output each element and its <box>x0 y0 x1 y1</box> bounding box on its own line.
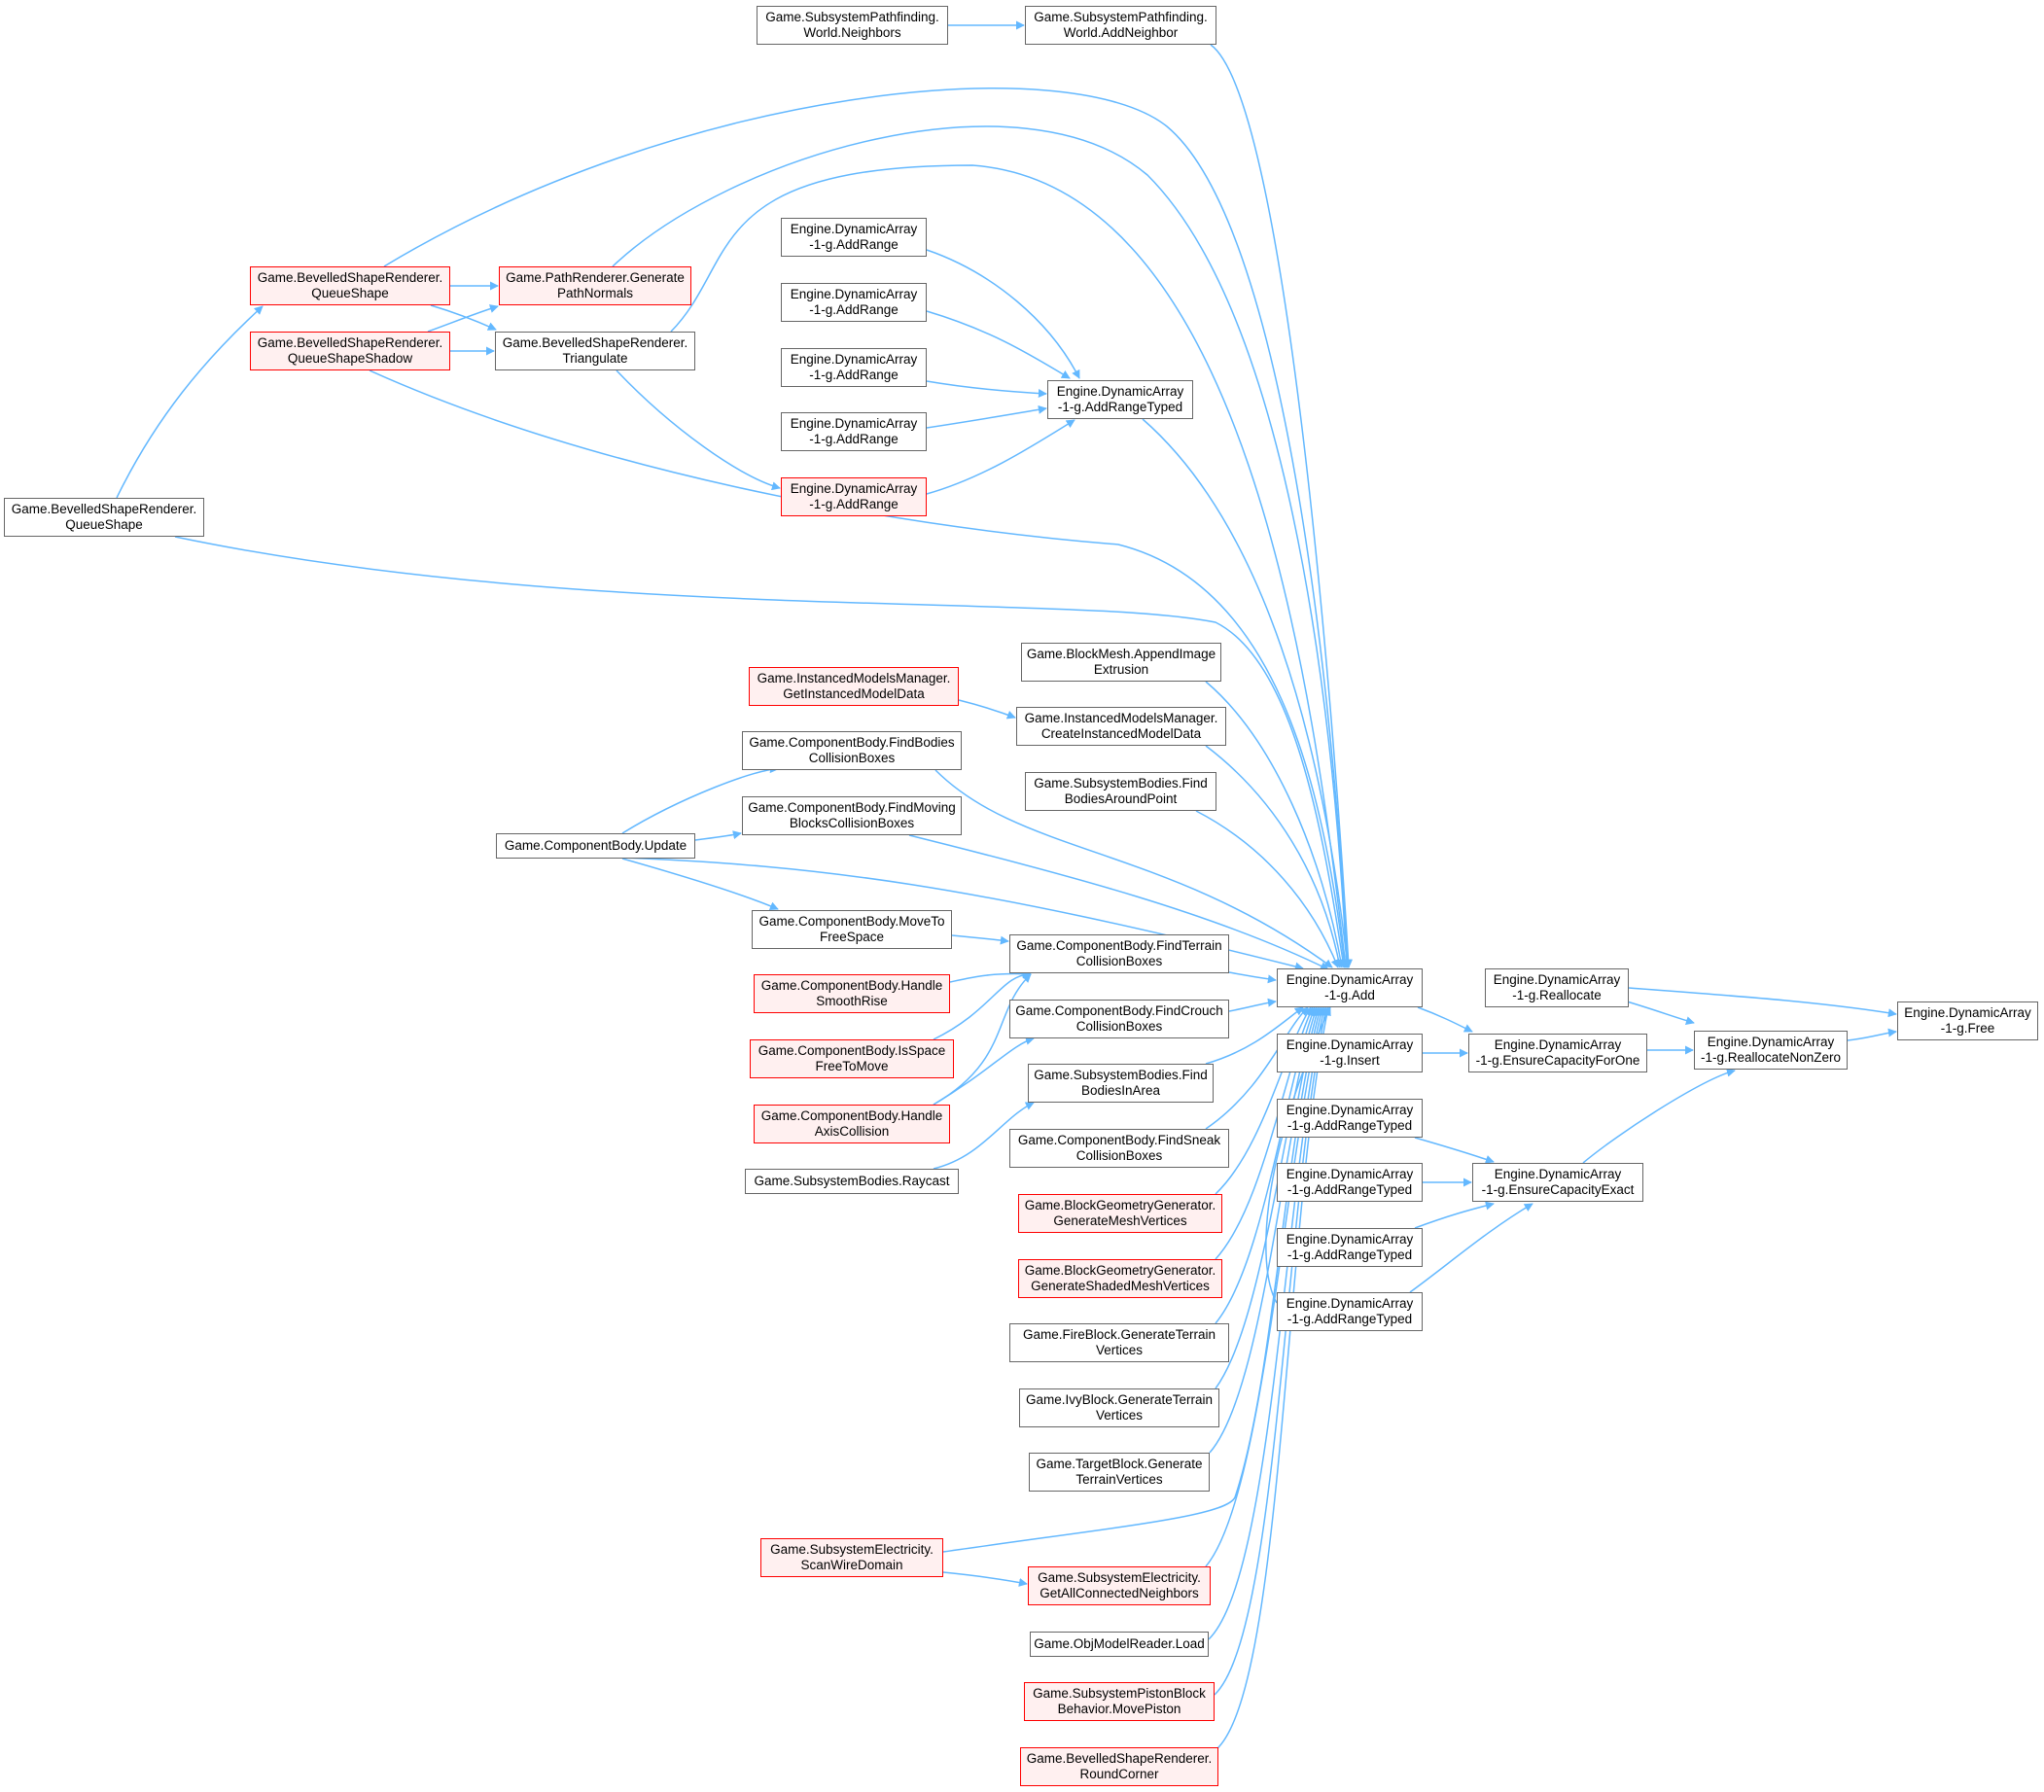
edge-appendimg-add <box>1205 681 1346 968</box>
edge-tri-pathnorm <box>427 304 499 333</box>
edge-ar1-artmid <box>926 249 1080 379</box>
edge-ar3-artmid <box>926 380 1047 399</box>
edge-tri-ar5 <box>616 369 781 491</box>
node-reallocate[interactable]: Engine.DynamicArray-1-g.Reallocate <box>1485 968 1629 1007</box>
edge-findsneak-add <box>1205 1006 1309 1130</box>
node-add-range-2[interactable]: Engine.DynamicArray-1-g.AddRange <box>781 283 927 322</box>
edge-raycast-findinarea <box>933 1102 1035 1170</box>
edge-artmid-add <box>1142 418 1352 968</box>
edge-findcrouch-add <box>1228 998 1277 1012</box>
edge-update-findmoving <box>694 830 742 841</box>
edge-ar5-artmid <box>926 419 1075 495</box>
edge-pathnorm-add <box>612 125 1352 968</box>
edge-realloc-reallocnz <box>1626 1001 1695 1025</box>
edge-art4-ensexact <box>1409 1203 1533 1293</box>
edge-qs2-add <box>174 536 1348 968</box>
edge-art3-ensexact <box>1414 1201 1495 1229</box>
edge-ar4-artmid <box>926 404 1047 429</box>
edge-handlerise-findterrain <box>949 969 1032 983</box>
node-get-all-connected-neighbors[interactable]: Game.SubsystemElectricity.GetAllConnecte… <box>1028 1566 1211 1605</box>
node-add-range-3[interactable]: Engine.DynamicArray-1-g.AddRange <box>781 348 927 387</box>
node-add-range-typed-1[interactable]: Engine.DynamicArray-1-g.AddRangeTyped <box>1277 1099 1423 1138</box>
edge-qs2-qs <box>116 305 264 499</box>
edge-add-ensone <box>1417 1006 1473 1033</box>
edge-qs-tri <box>430 304 497 331</box>
edge-genmesh-add <box>1215 1006 1312 1195</box>
node-add-range-typed-mid[interactable]: Engine.DynamicArray-1-g.AddRangeTyped <box>1047 380 1193 419</box>
edge-scanwire-getallconn <box>942 1571 1028 1587</box>
edge-findterrain-add <box>1228 971 1277 984</box>
node-add-range-5[interactable]: Engine.DynamicArray-1-g.AddRange <box>781 477 927 516</box>
node-free[interactable]: Engine.DynamicArray-1-g.Free <box>1897 1001 2038 1040</box>
edge-addnb-add <box>1210 44 1354 968</box>
edge-ensexact-reallocnz <box>1582 1068 1736 1164</box>
edge-handleaxis-findcrouch <box>933 1037 1035 1106</box>
edge-findaround-add <box>1195 810 1340 968</box>
node-queue-shape[interactable]: Game.BevelledShapeRenderer.QueueShape <box>250 266 450 305</box>
edge-findmoving-add <box>908 834 1329 970</box>
edge-qs-add <box>383 88 1353 968</box>
edge-art1-ensexact <box>1414 1137 1495 1164</box>
node-add-range-typed-4[interactable]: Engine.DynamicArray-1-g.AddRangeTyped <box>1277 1292 1423 1331</box>
edge-getinst-createinst <box>958 699 1016 720</box>
node-triangulate[interactable]: Game.BevelledShapeRenderer.Triangulate <box>495 332 695 370</box>
node-add[interactable]: Engine.DynamicArray-1-g.Add <box>1277 968 1423 1007</box>
node-queue-shape-2[interactable]: Game.BevelledShapeRenderer.QueueShape <box>4 498 204 537</box>
edge-tri-add <box>670 164 1350 968</box>
edge-createinst-add <box>1205 745 1343 968</box>
edge-realloc-free <box>1628 987 1897 1018</box>
node-ensure-capacity-exact[interactable]: Engine.DynamicArray-1-g.EnsureCapacityEx… <box>1472 1163 1643 1202</box>
edge-getallconn-add <box>1205 1006 1325 1567</box>
node-queue-shape-shadow[interactable]: Game.BevelledShapeRenderer.QueueShapeSha… <box>250 332 450 370</box>
node-reallocate-nonzero[interactable]: Engine.DynamicArray-1-g.ReallocateNonZer… <box>1694 1031 1848 1070</box>
node-obj-model-reader-load[interactable]: Game.ObjModelReader.Load <box>1030 1632 1209 1657</box>
node-insert[interactable]: Engine.DynamicArray-1-g.Insert <box>1277 1034 1423 1072</box>
node-ensure-capacity-for-one[interactable]: Engine.DynamicArray-1-g.EnsureCapacityFo… <box>1468 1034 1647 1072</box>
edge-update-findbodies <box>621 764 779 834</box>
node-add-range-typed-3[interactable]: Engine.DynamicArray-1-g.AddRangeTyped <box>1277 1228 1423 1267</box>
edge-handleaxis-findterrain <box>933 973 1032 1106</box>
node-generate-shaded-mesh-vertices[interactable]: Game.BlockGeometryGenerator.GenerateShad… <box>1018 1259 1222 1298</box>
edge-objload-add <box>1208 1006 1327 1640</box>
edge-isspace-findterrain <box>933 969 1032 1040</box>
edge-moveto-findterrain <box>951 934 1009 945</box>
node-get-instanced-model-data[interactable]: Game.InstancedModelsManager.GetInstanced… <box>749 667 959 706</box>
edge-findbodies-add <box>934 769 1333 968</box>
edge-scanwire-add <box>942 1006 1323 1553</box>
node-add-range-typed-2[interactable]: Engine.DynamicArray-1-g.AddRangeTyped <box>1277 1163 1423 1202</box>
node-raycast[interactable]: Game.SubsystemBodies.Raycast <box>745 1169 959 1194</box>
edge-reallocnz-free <box>1847 1028 1897 1041</box>
node-component-body-update[interactable]: Game.ComponentBody.Update <box>496 833 695 859</box>
edge-findinarea-add <box>1205 1006 1304 1065</box>
node-round-corner[interactable]: Game.BevelledShapeRenderer.RoundCorner <box>1020 1747 1218 1786</box>
node-scan-wire-domain[interactable]: Game.SubsystemElectricity.ScanWireDomain <box>760 1538 943 1577</box>
edge-ar2-artmid <box>926 310 1071 379</box>
edge-update-moveto <box>621 858 779 910</box>
edge-qss-add <box>369 369 1349 968</box>
node-world-add-neighbor[interactable]: Game.SubsystemPathfinding.World.AddNeigh… <box>1025 6 1216 45</box>
node-create-instanced-model-data[interactable]: Game.InstancedModelsManager.CreateInstan… <box>1016 707 1226 746</box>
node-generate-mesh-vertices[interactable]: Game.BlockGeometryGenerator.GenerateMesh… <box>1018 1194 1222 1233</box>
node-add-range-4[interactable]: Engine.DynamicArray-1-g.AddRange <box>781 412 927 451</box>
node-add-range-1[interactable]: Engine.DynamicArray-1-g.AddRange <box>781 218 927 257</box>
node-world-neighbors[interactable]: Game.SubsystemPathfinding.World.Neighbor… <box>757 6 948 45</box>
